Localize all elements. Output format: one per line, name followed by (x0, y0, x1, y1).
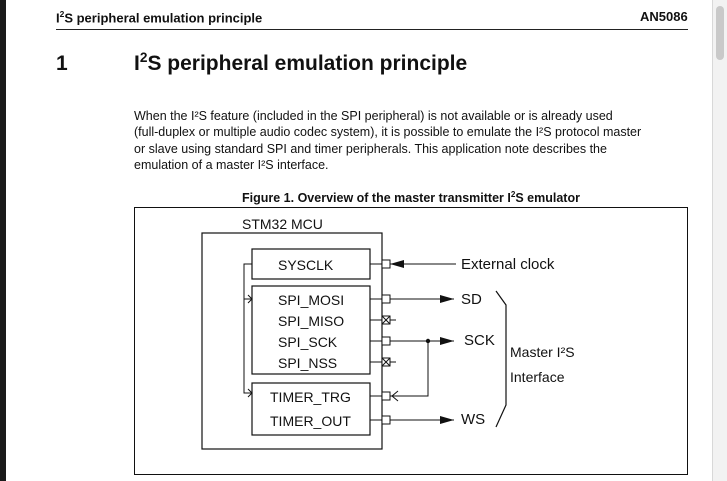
pin-mosi (381, 294, 391, 304)
section-number: 1 (56, 52, 68, 75)
timer-trg-label: TIMER_TRG (270, 389, 351, 405)
pin-stubs (370, 263, 396, 421)
pin-timer-trg (381, 391, 391, 401)
sck-label: SCK (464, 332, 495, 349)
paragraph-line: When the I²S feature (included in the SP… (134, 109, 613, 123)
timer-block (251, 382, 371, 436)
scrollbar-thumb[interactable] (716, 6, 724, 60)
header-rule (56, 29, 688, 30)
internal-clock-line (243, 263, 253, 398)
paragraph-line: (full-duplex or multiple audio codec sys… (134, 125, 642, 140)
section-title: I2S peripheral emulation principle (134, 50, 468, 75)
pin-timer-out (381, 415, 391, 425)
paragraph-line: emulation of a master I²S interface. (134, 157, 329, 172)
spi-sck-label: SPI_SCK (278, 334, 338, 350)
pin-sck (381, 336, 391, 346)
document-id: AN5086 (640, 9, 688, 24)
spi-nss-label: SPI_NSS (278, 355, 337, 371)
timer-trg-input-arrow (391, 390, 399, 402)
emulator-diagram: STM32 MCU SYSCLK SPI_MOSI SPI_MISO SPI_S… (134, 207, 688, 475)
interface-label-line1: Master I²S (510, 344, 575, 360)
sysclk-label: SYSCLK (278, 257, 334, 273)
interface-label-line2: Interface (510, 369, 565, 385)
sd-label: SD (461, 291, 482, 308)
timer-out-label: TIMER_OUT (270, 413, 351, 429)
intro-paragraph: When the I²S feature (included in the SP… (134, 108, 694, 173)
mcu-label: STM32 MCU (242, 216, 323, 232)
left-window-edge (0, 0, 6, 481)
unused-pin-crosses (381, 315, 391, 367)
vertical-scrollbar[interactable] (712, 0, 727, 481)
paragraph-line: or slave using standard SPI and timer pe… (134, 141, 607, 156)
external-clock-label: External clock (461, 256, 555, 273)
interface-brace (495, 290, 507, 428)
figure-caption: Figure 1. Overview of the master transmi… (242, 190, 580, 206)
spi-miso-label: SPI_MISO (278, 313, 344, 329)
sck-loopback (390, 341, 429, 397)
spi-block (251, 285, 371, 375)
figure-frame (134, 207, 688, 475)
diagram-svg: STM32 MCU SYSCLK SPI_MOSI SPI_MISO SPI_S… (134, 207, 688, 475)
running-header-title: I2S peripheral emulation principle (56, 9, 263, 26)
ws-label: WS (461, 411, 485, 428)
spi-mosi-label: SPI_MOSI (278, 292, 344, 308)
pin-markers (381, 259, 391, 425)
pin-sysclk (381, 259, 391, 269)
